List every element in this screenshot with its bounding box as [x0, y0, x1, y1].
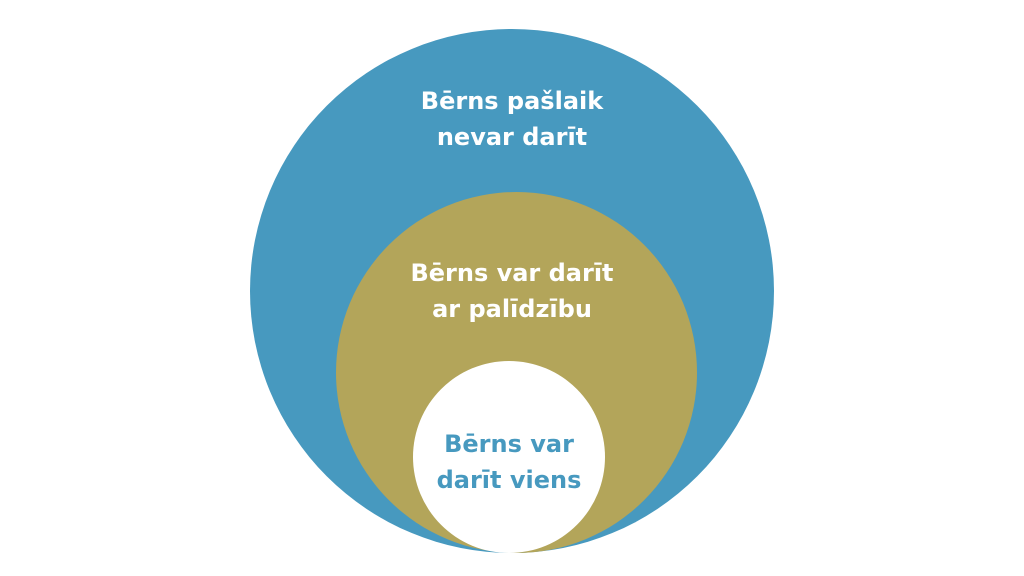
middle-label-line-2: ar palīdzību: [432, 295, 592, 323]
inner-label-line-1: Bērns var: [444, 430, 574, 458]
middle-circle-label: Bērns var darīt ar palīdzību: [362, 255, 662, 327]
outer-label-line-2: nevar darīt: [436, 123, 588, 151]
inner-label-line-2: darīt viens: [436, 466, 582, 494]
inner-circle-label: Bērns var darīt viens: [413, 426, 605, 498]
outer-circle-label: Bērns pašlaik nevar darīt: [362, 83, 662, 155]
outer-label-line-1: Bērns pašlaik: [420, 87, 604, 115]
middle-label-line-1: Bērns var darīt: [410, 259, 614, 287]
inner-circle-alone: [413, 361, 605, 553]
